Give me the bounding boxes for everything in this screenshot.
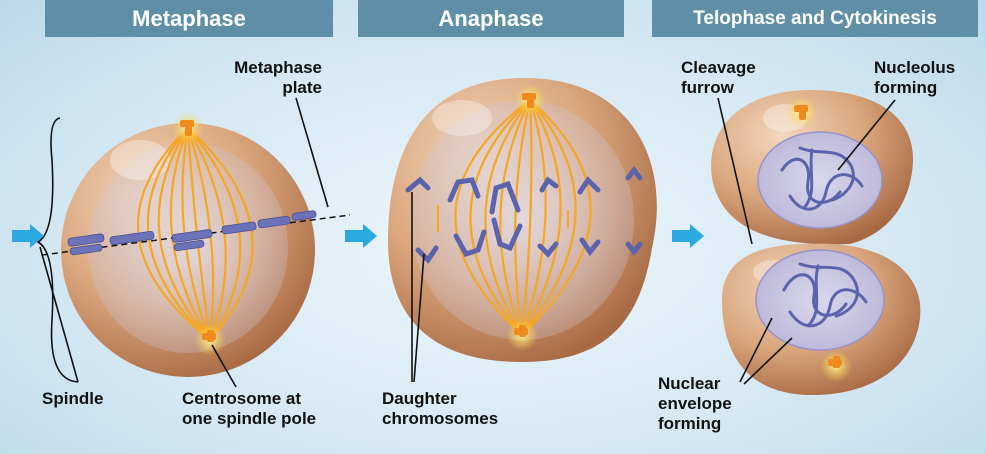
anaphase-centrosome-bottom — [506, 319, 538, 351]
label-nuclear-envelope: Nuclear envelope forming — [658, 374, 732, 434]
label-cleavage-furrow: Cleavage furrow — [681, 58, 756, 98]
label-daughter-chromosomes: Daughter chromosomes — [382, 389, 498, 429]
cleavage-line2: furrow — [681, 78, 756, 98]
centrosome-line2: one spindle pole — [182, 409, 316, 429]
label-spindle: Spindle — [42, 389, 103, 409]
metaphase-plate-line1: Metaphase — [210, 58, 322, 78]
anaphase-centrosome-top — [514, 84, 546, 116]
telophase-centrosome-top — [786, 96, 818, 128]
metaphase-plate-line2: plate — [210, 78, 322, 98]
nuclear-line3: forming — [658, 414, 732, 434]
anaphase-cell — [388, 78, 657, 362]
centrosome-bottom — [194, 324, 226, 356]
nucleolus-line1: Nucleolus — [874, 58, 955, 78]
centrosome-line1: Centrosome at — [182, 389, 316, 409]
daughter-line2: chromosomes — [382, 409, 498, 429]
centrosome-top — [172, 112, 204, 144]
daughter-line1: Daughter — [382, 389, 498, 409]
telophase-centrosome-bottom — [820, 350, 852, 382]
nucleolus-line2: forming — [874, 78, 955, 98]
label-nucleolus-forming: Nucleolus forming — [874, 58, 955, 98]
telophase-cell — [711, 90, 920, 395]
cleavage-line1: Cleavage — [681, 58, 756, 78]
label-centrosome: Centrosome at one spindle pole — [182, 389, 316, 429]
spindle-text: Spindle — [42, 389, 103, 409]
metaphase-cell — [42, 112, 350, 377]
upper-nucleus — [758, 132, 882, 228]
nuclear-line2: envelope — [658, 394, 732, 414]
label-metaphase-plate: Metaphase plate — [210, 58, 322, 98]
nuclear-line1: Nuclear — [658, 374, 732, 394]
